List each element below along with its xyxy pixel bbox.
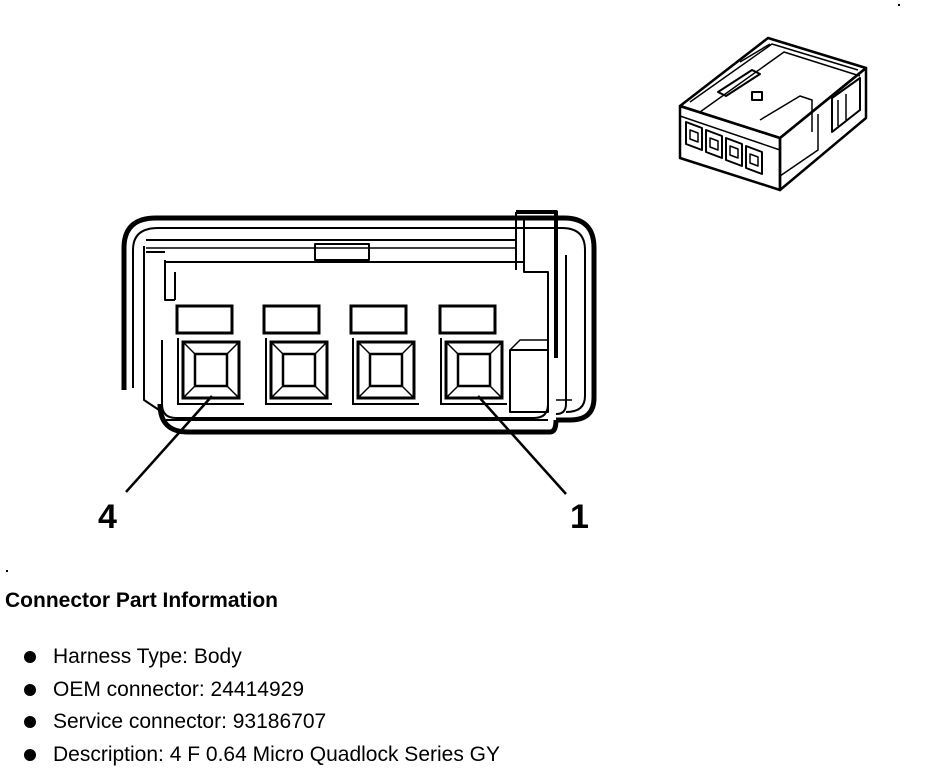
stray-marks (6, 4, 900, 572)
bullet-icon (24, 683, 36, 696)
connector-3d-thumbnail (678, 36, 868, 192)
pin-cavity-1 (440, 338, 507, 405)
slot-2 (349, 304, 408, 335)
bullet-icon (24, 651, 36, 663)
description-text: Description: 4 F 0.64 Micro Quadlock Ser… (53, 742, 501, 766)
pin-label-4: 4 (98, 498, 117, 536)
oem-connector-text: OEM connector: 24414929 (53, 677, 304, 701)
leader-line-1 (477, 395, 567, 495)
pin-cavities (177, 338, 507, 405)
pin-leader-lines (125, 395, 567, 495)
pin-cavity-4 (177, 338, 244, 405)
terminal-slots (175, 304, 497, 335)
pin-cavity-3 (265, 338, 332, 405)
pin-label-1: 1 (570, 498, 589, 536)
connector-face (121, 210, 597, 435)
bullet-icon (24, 748, 36, 761)
leader-line-4 (125, 395, 213, 493)
service-connector-text: Service connector: 93186707 (53, 710, 327, 733)
pin-cavity-2 (352, 338, 419, 405)
connector-part-information-title: Connector Part Information (5, 589, 279, 612)
harness-type-text: Harness Type: Body (53, 645, 242, 668)
slot-1 (438, 304, 497, 335)
slot-3 (262, 304, 321, 335)
bullet-icon (24, 716, 36, 728)
slot-4 (175, 304, 234, 335)
